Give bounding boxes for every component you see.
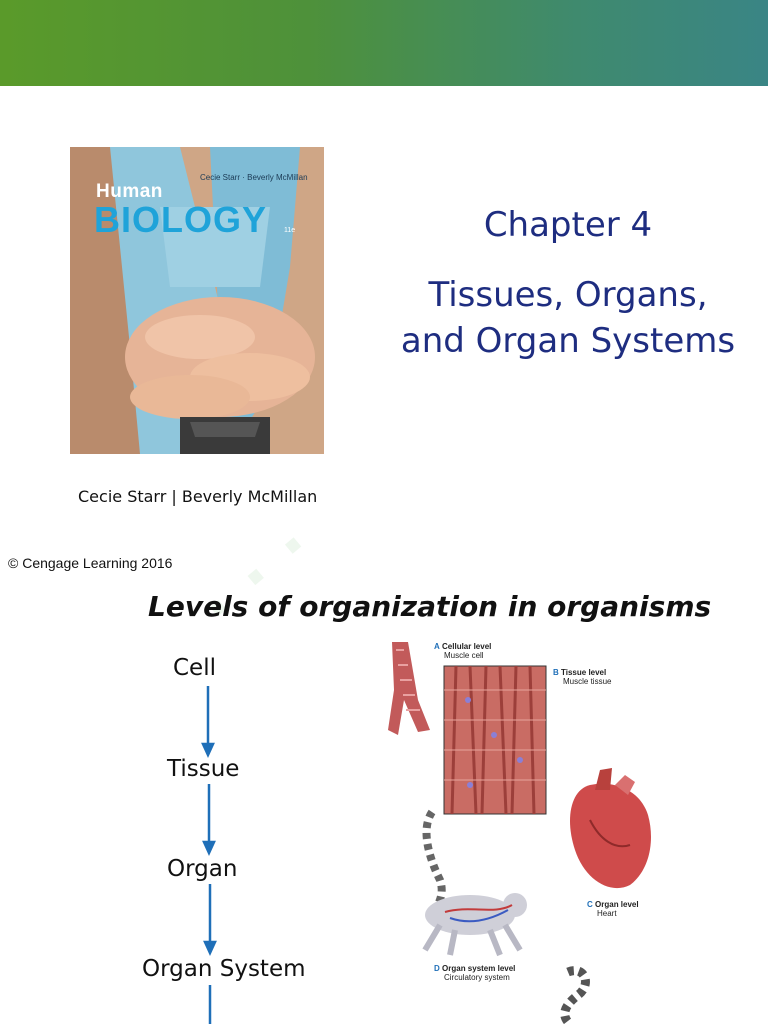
label-b-sub: Muscle tissue xyxy=(563,677,612,686)
label-c-title: Organ level xyxy=(595,900,639,909)
lemur-illustration xyxy=(422,809,527,957)
cover-photo-illustration xyxy=(70,147,324,454)
level-organ-system: Organ System xyxy=(142,956,306,982)
label-d-letter: D xyxy=(434,964,440,973)
label-d-title: Organ system level xyxy=(442,964,516,973)
label-a-sub: Muscle cell xyxy=(444,651,484,660)
copyright-notice: © Cengage Learning 2016 xyxy=(8,555,173,571)
title-slide: Cecie Starr · Beverly McMillan Human BIO… xyxy=(0,0,768,571)
label-cellular-level: A Cellular level Muscle cell xyxy=(434,642,491,660)
label-organ-system-level: D Organ system level Circulatory system xyxy=(434,964,515,982)
muscle-tissue-illustration xyxy=(443,665,547,815)
level-tissue: Tissue xyxy=(167,756,240,782)
chapter-title: Chapter 4 xyxy=(483,205,653,245)
muscle-cell-illustration xyxy=(388,642,430,735)
cover-title-human: Human xyxy=(96,181,163,202)
chapter-subtitle: Tissues, Organs, and Organ Systems xyxy=(400,275,736,361)
level-organ: Organ xyxy=(167,856,238,882)
label-a-title: Cellular level xyxy=(442,642,492,651)
label-c-letter: C xyxy=(587,900,593,909)
label-b-title: Tissue level xyxy=(561,668,607,677)
label-d-sub: Circulatory system xyxy=(444,973,510,982)
level-cell: Cell xyxy=(173,655,216,681)
header-gradient-band xyxy=(0,0,768,86)
book-cover-image: Cecie Starr · Beverly McMillan Human BIO… xyxy=(70,147,324,454)
label-c-sub: Heart xyxy=(597,909,617,918)
cover-title-biology: BIOLOGY xyxy=(94,199,268,240)
slide-title: Levels of organization in organisms xyxy=(148,590,712,623)
label-tissue-level: B Tissue level Muscle tissue xyxy=(553,668,611,686)
lemur-tail-illustration xyxy=(560,966,590,1024)
label-b-letter: B xyxy=(553,668,559,677)
cover-edition: 11e xyxy=(284,227,296,234)
label-organ-level: C Organ level Heart xyxy=(587,900,639,918)
heart-illustration xyxy=(570,768,651,889)
cover-authors: Cecie Starr · Beverly McMillan xyxy=(200,173,308,182)
label-a-letter: A xyxy=(434,642,440,651)
book-authors: Cecie Starr | Beverly McMillan xyxy=(78,487,318,506)
